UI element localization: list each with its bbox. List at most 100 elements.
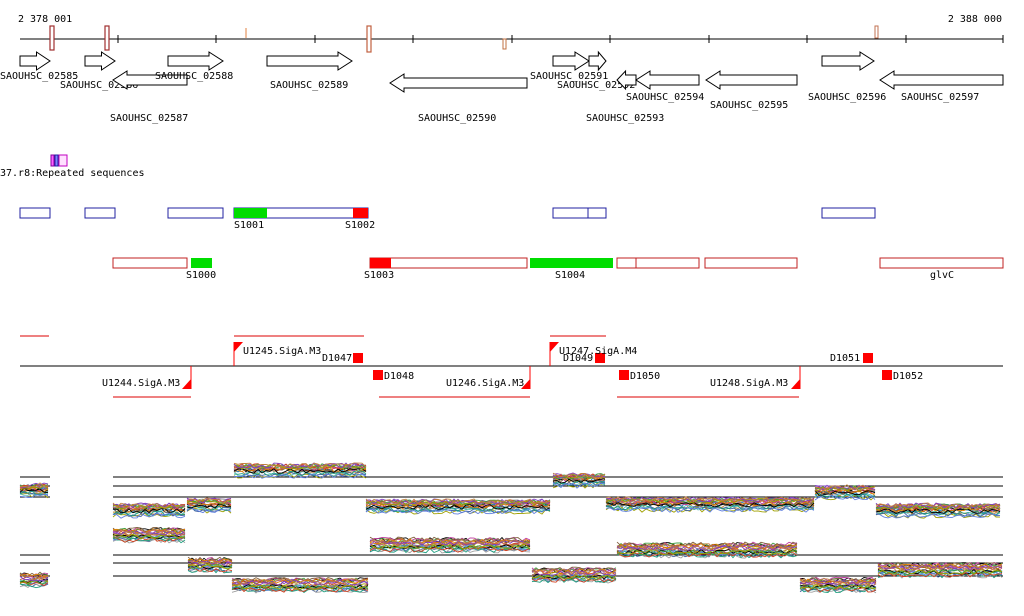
- gene-arrow[interactable]: [266, 51, 353, 71]
- expression-profile-line: [233, 464, 367, 470]
- expression-profile-line: [186, 497, 232, 504]
- repeat-mark[interactable]: [50, 154, 55, 167]
- plus-segment[interactable]: [84, 207, 116, 219]
- expression-profile-line: [112, 502, 186, 509]
- segment-label-S1004: S1004: [555, 270, 585, 281]
- expression-profile-line: [187, 564, 233, 570]
- gene-arrow[interactable]: [112, 70, 188, 90]
- minus-segment[interactable]: [112, 257, 188, 269]
- promoter-flag[interactable]: [550, 342, 559, 352]
- expression-profile-line: [369, 546, 531, 553]
- expression-profile-line: [531, 576, 617, 583]
- gene-arrow[interactable]: [635, 70, 700, 90]
- expression-profile-line: [186, 508, 232, 514]
- expression-profile-line: [233, 470, 367, 477]
- expression-profile-line: [365, 498, 551, 505]
- expression-profile-line: [112, 534, 186, 540]
- ruler-feature-mark: [245, 28, 247, 38]
- gene-arrow[interactable]: [389, 73, 528, 93]
- expression-profile-line: [552, 482, 606, 489]
- expression-profile-line: [814, 490, 876, 496]
- repeat-mark[interactable]: [58, 154, 68, 167]
- terminator-mark[interactable]: [863, 353, 873, 363]
- expression-profile-line: [532, 574, 617, 580]
- expression-profile-line: [19, 579, 49, 585]
- gene-arrow[interactable]: [167, 51, 224, 71]
- expression-profile-line: [186, 502, 232, 509]
- minus-segment[interactable]: [369, 257, 528, 269]
- gene-arrow[interactable]: [879, 70, 1004, 90]
- gene-arrow[interactable]: [19, 51, 51, 71]
- ruler-feature-mark: [366, 25, 372, 53]
- expression-profile-line: [616, 545, 798, 551]
- plus-segment[interactable]: [821, 207, 876, 219]
- terminator-mark[interactable]: [595, 353, 605, 363]
- promoter-flag[interactable]: [182, 379, 191, 389]
- expression-profile-line: [814, 492, 876, 498]
- expression-profile-line: [233, 473, 367, 479]
- gene-label: SAOUHSC_02590: [418, 113, 496, 124]
- terminator-mark[interactable]: [882, 370, 892, 380]
- minus-segment[interactable]: [616, 257, 700, 269]
- minus-segment-glvC[interactable]: [879, 257, 1004, 269]
- gene-arrow[interactable]: [705, 70, 798, 90]
- expression-profile-line: [814, 484, 876, 490]
- expression-track-plus: [19, 462, 1003, 519]
- coordinate-ruler: 2 378 001 2 388 000: [18, 14, 1004, 53]
- promoter-label: U1247.SigA.M4: [559, 346, 637, 357]
- expression-profile-line: [19, 576, 49, 581]
- segment-highlight-S1002[interactable]: [353, 208, 368, 218]
- expression-profile-line: [187, 558, 233, 564]
- promoter-flag[interactable]: [791, 379, 800, 389]
- segment-highlight-S1003[interactable]: [370, 258, 391, 268]
- expression-profile-line: [531, 570, 617, 576]
- expression-profile-line: [814, 489, 876, 495]
- gene-arrow[interactable]: [588, 50, 607, 72]
- segment-highlight-S1004[interactable]: [530, 258, 613, 268]
- segment-highlight-S1001[interactable]: [234, 208, 267, 218]
- expression-profile-line: [369, 537, 530, 544]
- promoter-flag[interactable]: [521, 379, 530, 389]
- terminator-label: D1047: [322, 353, 352, 364]
- segment-highlight-S1000[interactable]: [191, 258, 212, 268]
- gene-arrow[interactable]: [84, 51, 116, 71]
- gene-arrow[interactable]: [552, 51, 590, 71]
- expression-profile-line: [799, 577, 877, 583]
- expression-profile-line: [112, 512, 186, 519]
- expression-profile-line: [531, 577, 617, 584]
- terminator-mark[interactable]: [619, 370, 629, 380]
- plus-segment[interactable]: [19, 207, 51, 219]
- terminator-mark[interactable]: [353, 353, 363, 363]
- terminator-label: D1048: [384, 371, 414, 382]
- expression-profile-line: [799, 584, 877, 590]
- repeat-mark[interactable]: [54, 154, 59, 167]
- expression-profile-line: [233, 467, 367, 474]
- expression-profile-line: [19, 574, 49, 579]
- terminator-label: D1050: [630, 371, 660, 382]
- plus-segment[interactable]: [552, 207, 607, 219]
- gene-arrow[interactable]: [616, 69, 637, 91]
- expression-profile-line: [112, 502, 186, 509]
- terminator-mark[interactable]: [373, 370, 383, 380]
- expression-profile-line: [616, 542, 798, 549]
- gene-label: SAOUHSC_02594: [626, 92, 704, 103]
- gene-label: SAOUHSC_02586: [60, 80, 138, 91]
- expression-profile-line: [877, 572, 1003, 579]
- expression-profile-line: [19, 581, 49, 587]
- gene-label: SAOUHSC_02597: [901, 92, 979, 103]
- expression-profile-line: [187, 567, 233, 574]
- expression-profile-line: [875, 511, 1001, 518]
- promoter-flag[interactable]: [234, 342, 243, 352]
- expression-profile-line: [875, 510, 1001, 516]
- minus-segment[interactable]: [704, 257, 798, 269]
- expression-profile-line: [877, 569, 1003, 576]
- expression-profile-line: [233, 471, 367, 478]
- promoter-label: U1248.SigA.M3: [710, 378, 788, 389]
- expression-profile-line: [19, 482, 49, 488]
- gene-arrow[interactable]: [821, 51, 875, 71]
- gene-track: SAOUHSC_02585SAOUHSC_02586SAOUHSC_02587S…: [0, 50, 1004, 124]
- repeat-track-label: 37.r8:Repeated sequences: [0, 168, 145, 179]
- expression-profile-line: [875, 513, 1001, 519]
- plus-segment[interactable]: [167, 207, 224, 219]
